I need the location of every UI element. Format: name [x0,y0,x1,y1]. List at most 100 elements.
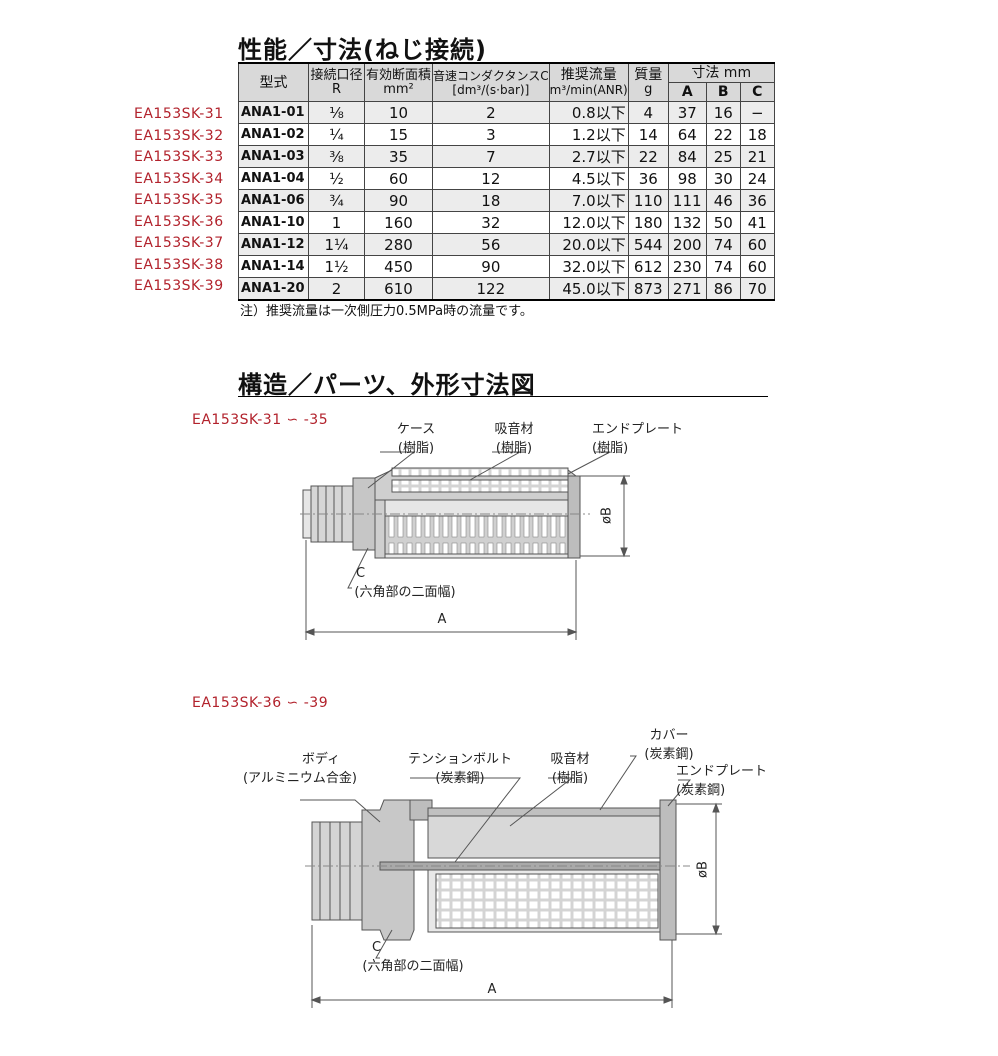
label-endplate-2: エンドプレート(炭素鋼) [676,764,768,798]
cell-flow: 7.0以下 [548,189,629,212]
cell-port: 1 [308,211,365,234]
cell-model: ANA1-03 [238,145,309,168]
order-code: EA153SK-39 [134,278,224,294]
header-dim-a: A [667,82,707,102]
cell-flow: 32.0以下 [548,255,629,278]
diagram1-drawing [300,451,630,640]
cell-flow: 1.2以下 [548,123,629,146]
table-row: ANA1-03 ⅜ 35 7 2.7以下 22 84 25 21 [238,145,775,168]
cell-a: 132 [667,211,707,234]
cell-sonic: 122 [432,277,550,301]
label-absorber-2: 吸音材(樹脂) [550,752,590,786]
cell-port: 1½ [308,255,365,278]
section1-title: 性能／寸法(ねじ接続) [238,36,487,64]
cell-mass: 544 [627,233,669,256]
cell-a: 37 [667,101,707,124]
cell-port: 1¼ [308,233,365,256]
order-code: EA153SK-35 [134,192,224,208]
cell-b: 74 [705,255,741,278]
cell-c: 36 [739,189,775,212]
order-code: EA153SK-32 [134,127,224,144]
cell-flow: 20.0以下 [548,233,629,256]
table-row: ANA1-04 ½ 60 12 4.5以下 36 98 30 24 [238,167,775,190]
cell-sonic: 18 [432,189,550,212]
cell-sonic: 2 [432,101,550,124]
cell-model: ANA1-20 [238,277,309,301]
cell-sonic: 12 [432,167,550,190]
cell-model: ANA1-06 [238,189,309,212]
cell-model: ANA1-01 [238,101,309,124]
cell-b: 50 [705,211,741,234]
diagram2-label: EA153SK-36 ∽ -39 [192,695,329,711]
cell-area: 160 [364,211,433,234]
label-cover: カバー(炭素鋼) [644,728,694,762]
order-code: EA153SK-37 [134,235,224,251]
cell-b: 74 [705,233,741,256]
label-c-2: C(六角部の二面幅) [362,940,464,974]
cell-flow: 12.0以下 [548,211,629,234]
table-row: ANA1-14 1½ 450 90 32.0以下 612 230 74 60 [238,255,775,278]
order-code: EA153SK-34 [134,170,224,187]
cell-port: ¼ [308,123,365,146]
order-code: EA153SK-36 [134,213,224,230]
order-code-list: EA153SK-31 EA153SK-32 EA153SK-33 EA153SK… [134,104,224,298]
cell-b: 46 [705,189,741,212]
cell-mass: 873 [627,277,669,301]
cell-c: 41 [739,211,775,234]
cell-a: 200 [667,233,707,256]
cell-b: 25 [705,145,741,168]
label-c-1: C(六角部の二面幅) [354,566,456,600]
cell-a: 111 [667,189,707,212]
cell-a: 230 [667,255,707,278]
order-code: EA153SK-38 [134,256,224,273]
label-endplate-1: エンドプレート(樹脂) [592,422,684,456]
cell-mass: 612 [627,255,669,278]
cell-model: ANA1-02 [238,123,309,146]
label-body: ボディ(アルミニウム合金) [242,752,357,786]
cell-model: ANA1-14 [238,255,309,278]
cell-a: 84 [667,145,707,168]
table-row: ANA1-01 ⅛ 10 2 0.8以下 4 37 16 − [238,101,775,124]
table-note: 注）推奨流量は一次側圧力0.5MPa時の流量です。 [240,304,533,319]
label-case: ケース(樹脂) [396,422,436,456]
label-dim-a-2: A [487,982,497,997]
order-code: EA153SK-31 [134,106,224,122]
cell-sonic: 7 [432,145,550,168]
cell-c: − [739,101,775,124]
label-dim-a-1: A [437,612,447,627]
cell-c: 18 [739,123,775,146]
label-dim-b-1: øB [599,507,615,524]
label-absorber-1: 吸音材(樹脂) [494,422,534,456]
header-dims: 寸法 mm [667,62,775,83]
cell-port: 2 [308,277,365,301]
table-row: ANA1-20 2 610 122 45.0以下 873 271 86 70 [238,277,775,301]
cell-model: ANA1-12 [238,233,309,256]
cell-port: ¾ [308,189,365,212]
cell-flow: 45.0以下 [548,277,629,301]
cell-model: ANA1-04 [238,167,309,190]
cell-b: 86 [705,277,741,301]
cell-c: 21 [739,145,775,168]
cell-sonic: 90 [432,255,550,278]
label-bolt: テンションボルト(炭素鋼) [407,752,512,786]
cell-a: 64 [667,123,707,146]
section2-title: 構造／パーツ、外形寸法図 [238,371,536,399]
cell-sonic: 32 [432,211,550,234]
cell-area: 280 [364,233,433,256]
cell-c: 60 [739,255,775,278]
cell-area: 35 [364,145,433,168]
cell-c: 70 [739,277,775,301]
cell-flow: 2.7以下 [548,145,629,168]
table-row: ANA1-02 ¼ 15 3 1.2以下 14 64 22 18 [238,123,775,146]
diagram1-label: EA153SK-31 ∽ -35 [192,412,329,428]
cell-mass: 110 [627,189,669,212]
header-sonic: 音速コンダクタンスC[dm³/(s·bar)] [432,62,550,102]
header-model: 型式 [238,62,309,102]
cell-port: ½ [308,167,365,190]
cell-area: 450 [364,255,433,278]
cell-a: 98 [667,167,707,190]
cell-flow: 0.8以下 [548,101,629,124]
